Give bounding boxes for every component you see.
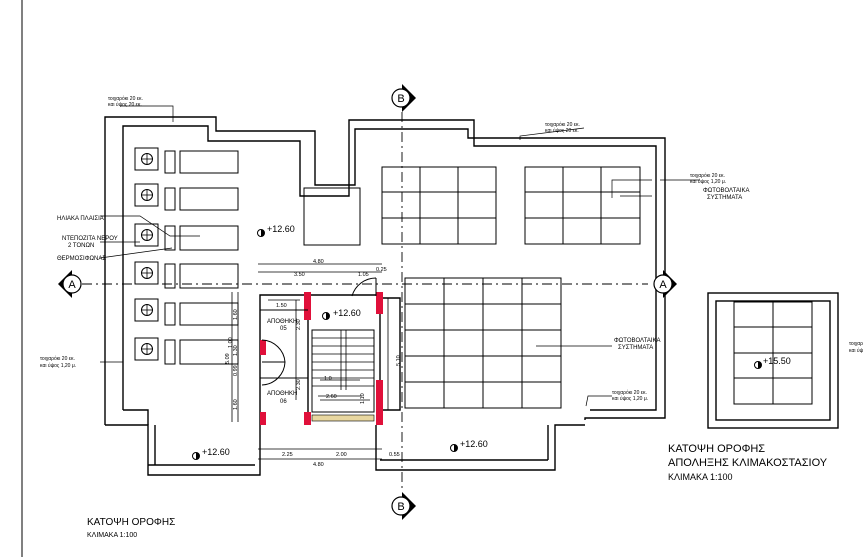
- section-axes: [82, 112, 648, 490]
- dim-150: 1.50: [276, 303, 287, 309]
- marker-a-left-letter: A: [68, 279, 76, 291]
- label-solar-collectors: ΗΛΙΑΚΑ ΠΛΑΙΣΙΑ: [57, 216, 104, 222]
- dim-480-top: 4.80: [313, 259, 324, 265]
- detail-scale: ΚΛΙΜΑΚΑ 1:100: [668, 472, 733, 482]
- dim-100: 1.00: [228, 337, 234, 348]
- label-storage-06-1: ΑΠΟΘΗΚΗ: [267, 391, 297, 397]
- pv-array-upper-right: [524, 166, 641, 245]
- detail-title-2: ΑΠΟΛΗΞΗΣ ΚΛΙΜΑΚΟΣΤΑΣΙΟΥ: [668, 457, 828, 469]
- dim-510: 5.10: [396, 355, 402, 366]
- label-wall-right-1: τοιχαρόκι 20 εκ.: [690, 172, 725, 179]
- dim-225: 2.25: [282, 452, 293, 458]
- label-pv-lower-1: ΦΩΤΟΒΟΛΤΑΙΚΑ: [614, 338, 661, 344]
- roof-box: [303, 187, 361, 246]
- level-stair: +12.60: [333, 308, 361, 318]
- label-pv-lower-2: ΣΥΣΤΗΜΑΤΑ: [618, 345, 653, 351]
- storage-partitions: [260, 309, 308, 379]
- label-wall-left-2: και ύψος 1,20 μ.: [40, 362, 76, 369]
- annotation-texts: ΗΛΙΑΚΑ ΠΛΑΙΣΙΑ ΝΤΕΠΟΖΙΤΑ ΝΕΡΟΥ 2 ΤΟΝΩΝ Θ…: [40, 95, 864, 457]
- plan-title: ΚΑΤΟΨΗ ΟΡΟΦΗΣ: [87, 517, 175, 528]
- label-wall-top-left-1: τοιχαρόκι 20 εκ.: [108, 95, 143, 102]
- label-storage-06-2: 06: [280, 399, 287, 405]
- dim-230a: 2.30: [296, 319, 302, 330]
- dim-160a: 1.60: [233, 309, 239, 320]
- section-marker-a-right: [653, 270, 677, 298]
- solar-collectors: [134, 147, 239, 365]
- label-thermosiphon: ΘΕΡΜΟΣΙΦΩΝΑΣ: [57, 256, 106, 262]
- marker-a-right-letter: A: [659, 279, 667, 291]
- section-marker-b-bottom: [391, 492, 416, 520]
- dim-230b: 2.30: [296, 379, 302, 390]
- label-pv-upper-1: ΦΩΤΟΒΟΛΤΑΙΚΑ: [703, 188, 750, 194]
- section-marker-a-left: [58, 270, 82, 298]
- section-marker-b-top: [391, 84, 416, 112]
- detail-level: +15.50: [763, 356, 791, 366]
- dim-025: 0.25: [376, 267, 387, 273]
- dim-105: 1.05: [358, 272, 369, 278]
- dim-260: 2.60: [326, 394, 337, 400]
- dim-200: 2.00: [336, 452, 347, 458]
- label-pv-upper-2: ΣΥΣΤΗΜΑΤΑ: [707, 195, 742, 201]
- label-wall-top-mid-1: τοιχαρόκι 20 εκ.: [545, 121, 580, 128]
- dim-099: 0.99: [233, 365, 239, 376]
- roof-outline-left: [104, 116, 666, 425]
- door-swings: [261, 277, 377, 386]
- dim-130: 1.30: [233, 345, 239, 356]
- leader-lines: [99, 105, 700, 407]
- label-wall-bottom-right-2: και ύψος 1,20 μ.: [612, 395, 648, 402]
- dim-160b: 1.60: [233, 399, 239, 410]
- level-terrace-left: +12.60: [202, 447, 230, 457]
- dim-110: 1.10: [360, 393, 366, 404]
- dim-480-bottom: 4.80: [313, 462, 324, 468]
- label-storage-05-2: 05: [280, 326, 287, 332]
- title-blocks: ΚΑΤΟΨΗ ΟΡΟΦΗΣ ΚΛΙΜΑΚΑ 1:100 ΚΑΤΟΨΗ ΟΡΟΦΗ…: [87, 443, 828, 539]
- label-wall-top-mid-2: και ύψος 20 εκ.: [545, 127, 579, 134]
- level-roof-main: +12.60: [267, 224, 295, 234]
- dimension-lines: [231, 263, 389, 460]
- plan-walls: [105, 294, 585, 476]
- detail-outline: [707, 292, 839, 429]
- label-wall-left-1: τοιχαρόκι 20 εκ.: [40, 355, 75, 362]
- label-wall-right-2: και ύψος 1,20 μ.: [690, 178, 726, 185]
- stairwell: [311, 329, 375, 422]
- dim-350: 3.50: [294, 272, 305, 278]
- plan-scale: ΚΛΙΜΑΚΑ 1:100: [87, 532, 137, 539]
- detail-note-1: τοιχαρ: [849, 341, 863, 347]
- marker-b-bottom-letter: B: [397, 501, 404, 513]
- detail-pv-array: [733, 301, 813, 405]
- columns: [260, 292, 383, 425]
- level-terrace-right: +12.60: [460, 439, 488, 449]
- label-wall-top-left-2: και ύψος 20 εκ.: [108, 101, 142, 108]
- dim-10: 1.0: [324, 376, 332, 382]
- pv-array-upper-left: [381, 166, 497, 245]
- dim-509: 5.09: [225, 353, 231, 364]
- detail-title-1: ΚΑΤΟΨΗ ΟΡΟΦΗΣ: [668, 443, 765, 455]
- dimension-texts: 4.80 3.50 1.05 0.25 1.50 2.30 2.30 1.60 …: [225, 259, 402, 468]
- marker-b-top-letter: B: [397, 93, 404, 105]
- label-storage-05-1: ΑΠΟΘΗΚΗ: [267, 319, 297, 325]
- label-wall-bottom-right-1: τοιχαρόκι 20 εκ.: [612, 389, 647, 396]
- dim-055: 0.55: [389, 452, 400, 458]
- label-water-tanks-2: 2 ΤΟΝΩΝ: [68, 243, 94, 249]
- detail-note-2: και ύψ: [849, 347, 864, 354]
- label-water-tanks-1: ΝΤΕΠΟΖΙΤΑ ΝΕΡΟΥ: [62, 236, 118, 242]
- level-markers: [192, 229, 762, 460]
- pv-array-lower: [404, 277, 562, 409]
